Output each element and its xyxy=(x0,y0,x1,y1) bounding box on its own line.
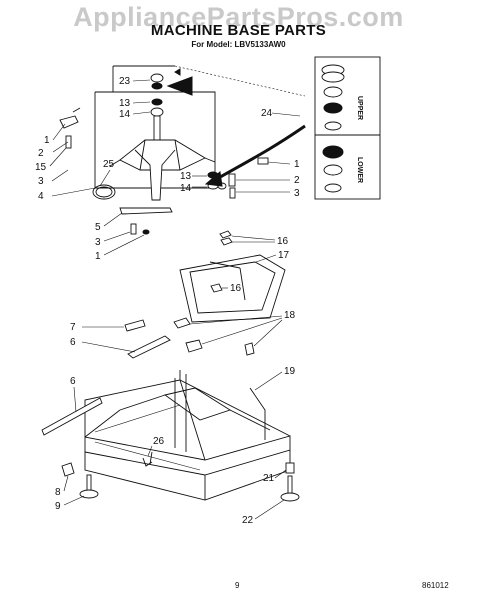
part-26 xyxy=(142,451,153,467)
page-title: MACHINE BASE PARTS xyxy=(150,22,327,39)
callout-3: 3 xyxy=(38,176,44,187)
feet xyxy=(61,462,300,502)
drive-parts-stack xyxy=(150,73,164,147)
document-code: 861012 xyxy=(422,581,449,590)
callout-3: 3 xyxy=(95,237,101,248)
callout-2: 2 xyxy=(294,175,300,186)
model-subtitle: For Model: LBV5133AW0 xyxy=(191,40,286,49)
callout-19: 19 xyxy=(284,366,296,377)
inset-label-upper: UPPER xyxy=(356,96,363,120)
callout-23: 23 xyxy=(119,76,131,87)
callout-9: 9 xyxy=(55,501,61,512)
callout-18: 18 xyxy=(284,310,296,321)
callout-16: 16 xyxy=(230,283,242,294)
hose-24 xyxy=(204,124,306,187)
leader-lines xyxy=(49,79,301,520)
base-frame-19 xyxy=(84,370,291,501)
callout-25: 25 xyxy=(103,159,115,170)
callout-4: 4 xyxy=(38,191,44,202)
inset-box xyxy=(314,56,381,200)
bars-6-7 xyxy=(124,319,171,359)
callout-26: 26 xyxy=(153,436,165,447)
transmission xyxy=(109,139,216,201)
callout-22: 22 xyxy=(242,515,254,526)
callout-7: 7 xyxy=(70,322,76,333)
callout-1: 1 xyxy=(294,159,300,170)
left-fasteners xyxy=(59,107,81,149)
ring-25 xyxy=(92,184,116,200)
watermark: AppliancePartsPros.com xyxy=(73,2,404,32)
callout-2: 2 xyxy=(38,148,44,159)
inset-label-lower: LOWER xyxy=(356,157,363,183)
callout-3: 3 xyxy=(294,188,300,199)
callout-17: 17 xyxy=(278,250,290,261)
callout-1: 1 xyxy=(44,135,50,146)
brake-bracket xyxy=(119,207,173,235)
page-number: 9 xyxy=(235,581,240,590)
rail-6 xyxy=(41,397,121,438)
callout-1: 1 xyxy=(95,251,101,262)
callout-16: 16 xyxy=(277,236,289,247)
callout-14: 14 xyxy=(119,109,131,120)
callout-13: 13 xyxy=(119,98,131,109)
callout-24: 24 xyxy=(261,108,273,119)
callout-15: 15 xyxy=(35,162,47,173)
callout-6: 6 xyxy=(70,376,76,387)
callout-6: 6 xyxy=(70,337,76,348)
callout-13: 13 xyxy=(180,171,192,182)
frame-17 xyxy=(179,230,286,323)
callout-8: 8 xyxy=(55,487,61,498)
direction-arrow xyxy=(166,68,193,96)
callout-21: 21 xyxy=(263,473,275,484)
callout-5: 5 xyxy=(95,222,101,233)
clips-18 xyxy=(173,317,255,356)
callout-14: 14 xyxy=(180,183,192,194)
